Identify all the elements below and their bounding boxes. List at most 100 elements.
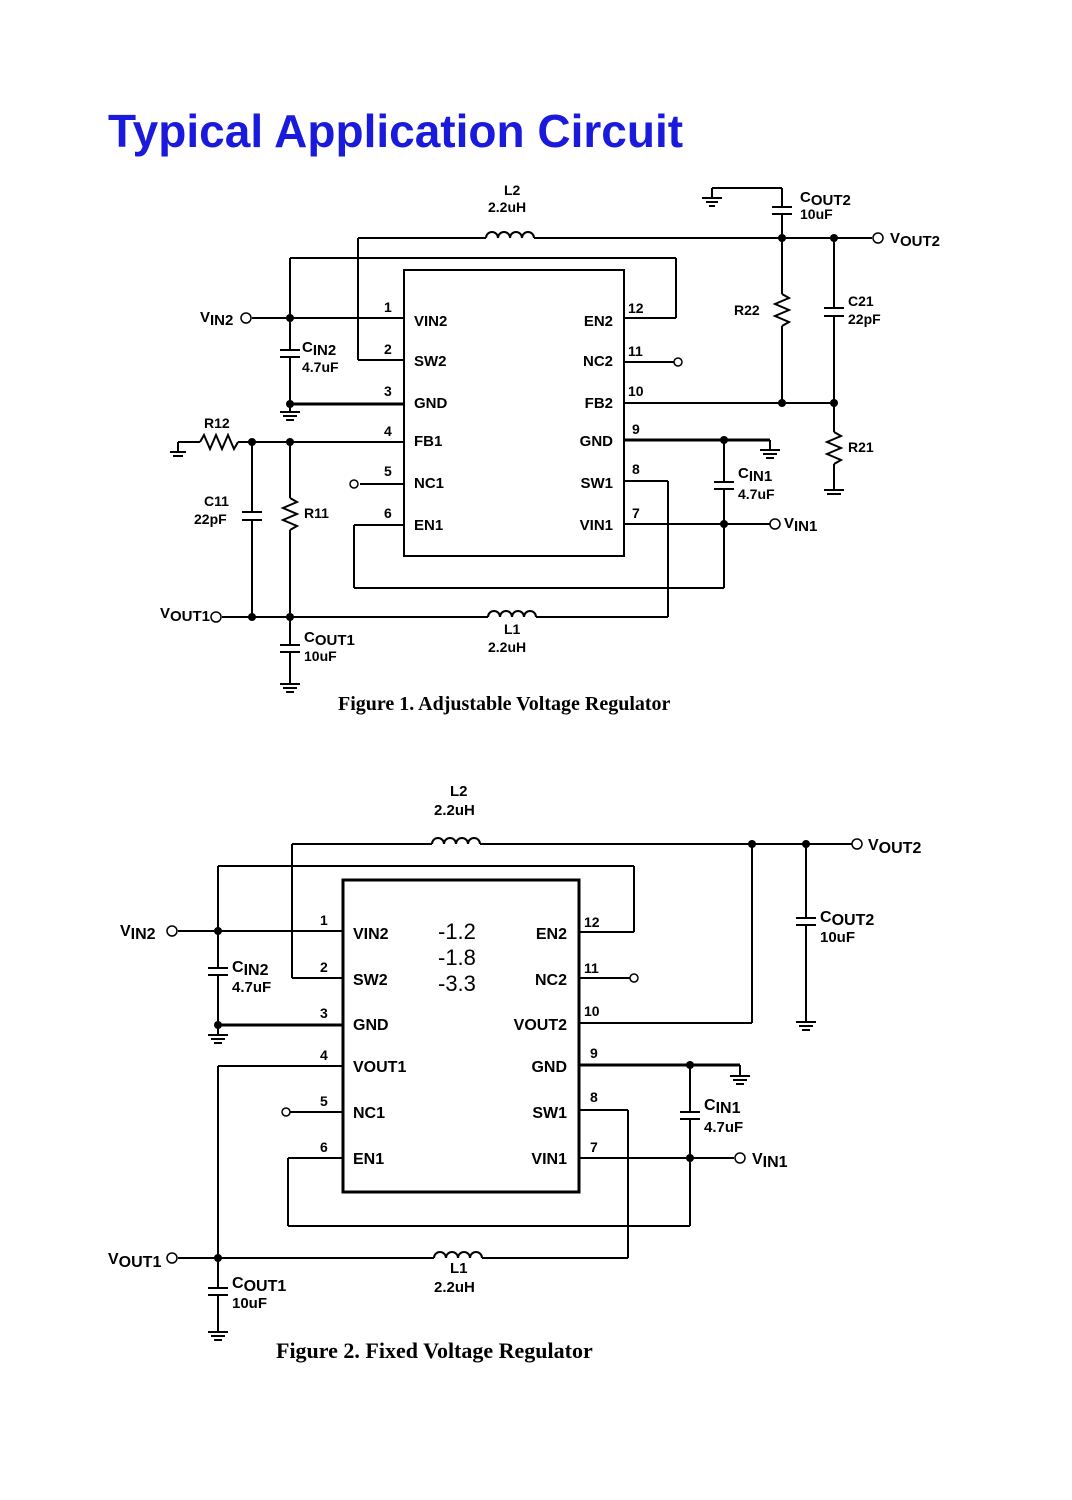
vout2-terminal: [872, 232, 884, 244]
feedback-1-wiring: [170, 432, 359, 617]
pin-name: VIN1: [580, 517, 613, 534]
l1-value: 2.2uH: [488, 639, 526, 655]
voltage-variants: -1.2 -1.8 -3.3: [438, 919, 476, 996]
variant-label: -1.8: [438, 945, 476, 970]
ic-body: [403, 269, 625, 557]
vout1-label: VOUT1: [108, 1251, 161, 1271]
resistor-r12: [199, 432, 239, 452]
l1-name: L1: [504, 621, 521, 637]
pin-number: 4: [320, 1047, 328, 1063]
pin-number: 9: [590, 1045, 598, 1061]
pin-name: VOUT1: [353, 1059, 406, 1076]
pin-name: NC1: [353, 1105, 385, 1122]
nc2-terminal: [629, 973, 639, 983]
output-2-wiring: [217, 837, 863, 1031]
pin-number: 2: [320, 959, 328, 975]
pin-number: 3: [320, 1005, 328, 1021]
input-1-wiring: [714, 436, 781, 588]
pin-name: NC2: [535, 972, 567, 989]
figure-2-schematic: -1.2 -1.8 -3.3 1 2 3 4 5 6 VIN2 SW2 GND …: [108, 783, 921, 1363]
l1-name: L1: [450, 1260, 468, 1277]
inductor-l1: [487, 610, 537, 618]
cin2-value: 4.7uF: [302, 359, 339, 375]
vin2-label: VIN2: [120, 923, 156, 943]
pin-number: 2: [384, 341, 392, 357]
vout1-label: VOUT1: [160, 605, 210, 625]
l1-value: 2.2uH: [434, 1279, 475, 1296]
pin-name: EN1: [414, 517, 443, 534]
pin-number: 11: [628, 343, 643, 359]
pin-number: 6: [384, 505, 392, 521]
pin-number: 5: [384, 463, 392, 479]
pin-number: 5: [320, 1093, 328, 1109]
ic-left-pins: 1 2 3 4 5 6 VIN2 SW2 GND VOUT1 NC1 EN1: [218, 912, 406, 1168]
pin-number: 8: [590, 1089, 598, 1105]
pin-name: FB2: [585, 395, 613, 412]
cin2-value: 4.7uF: [232, 979, 271, 996]
pin-name: NC1: [414, 475, 444, 492]
c11-value: 22pF: [194, 511, 227, 527]
l2-name: L2: [504, 182, 521, 198]
pin-name: EN2: [584, 313, 613, 330]
cout2-label: COUT2: [800, 189, 851, 209]
component-labels: L2 2.2uH L1 2.2uH VOUT2 COUT2 10uF VIN2 …: [108, 783, 921, 1312]
vout1-terminal: [166, 1252, 178, 1264]
vout2-terminal: [851, 838, 863, 850]
vin1-terminal: [769, 518, 781, 530]
l2-value: 2.2uH: [488, 199, 526, 215]
c21-value: 22pF: [848, 311, 881, 327]
pin-name: VIN2: [414, 313, 447, 330]
pin-name: VIN1: [531, 1151, 567, 1168]
output-1-wiring: [210, 481, 724, 693]
pin-name: EN2: [536, 926, 567, 943]
pin-number: 7: [632, 505, 640, 521]
vin2-terminal: [166, 925, 178, 937]
pin-name: EN1: [353, 1151, 384, 1168]
pin-number: 8: [632, 461, 640, 477]
inductor-l2: [431, 837, 481, 845]
variant-label: -1.2: [438, 919, 476, 944]
pin-name: SW2: [353, 972, 388, 989]
vout2-label: VOUT2: [890, 230, 940, 250]
pin-name: VIN2: [353, 926, 389, 943]
cout2-label: COUT2: [820, 909, 874, 929]
pin-name: FB1: [414, 433, 442, 450]
cin1-value: 4.7uF: [704, 1119, 743, 1136]
pin-number: 11: [584, 960, 599, 976]
resistor-r11: [280, 497, 300, 531]
l2-name: L2: [450, 783, 468, 800]
r11-label: R11: [304, 505, 329, 521]
cout1-label: COUT1: [232, 1275, 286, 1295]
page-title: Typical Application Circuit: [108, 105, 684, 157]
resistor-r22: [772, 293, 792, 327]
cin2-label: CIN2: [302, 339, 336, 359]
figure-2-caption: Figure 2. Fixed Voltage Regulator: [276, 1338, 593, 1363]
cout2-value: 10uF: [800, 206, 833, 222]
figure-1-caption: Figure 1. Adjustable Voltage Regulator: [338, 693, 671, 715]
vin2-label: VIN2: [200, 309, 233, 329]
vout1-terminal: [210, 611, 222, 623]
resistor-r21: [824, 431, 844, 465]
pin-number: 10: [584, 1003, 600, 1019]
pin-name: SW1: [580, 475, 613, 492]
pin-name: GND: [531, 1059, 567, 1076]
pin-name: GND: [353, 1017, 389, 1034]
input-2-wiring: [166, 925, 228, 1044]
pin-name: SW1: [532, 1105, 567, 1122]
cin1-value: 4.7uF: [738, 486, 775, 502]
pin-number: 12: [584, 914, 600, 930]
cin1-label: CIN1: [704, 1097, 741, 1117]
pin-name: GND: [414, 395, 448, 412]
vin2-terminal: [240, 312, 252, 324]
cin1-label: CIN1: [738, 465, 772, 485]
cin2-label: CIN2: [232, 959, 269, 979]
figure-1-schematic: 1 2 3 4 5 6 VIN2 SW2 GND FB1 NC1 EN1 12 …: [160, 182, 940, 715]
nc2-terminal: [673, 357, 683, 367]
c21-name: C21: [848, 293, 874, 309]
pin-number: 4: [384, 423, 392, 439]
input-1-wiring: [680, 1061, 750, 1226]
pin-name: VOUT2: [514, 1017, 567, 1034]
pin-number: 3: [384, 383, 392, 399]
cout1-label: COUT1: [304, 629, 355, 649]
